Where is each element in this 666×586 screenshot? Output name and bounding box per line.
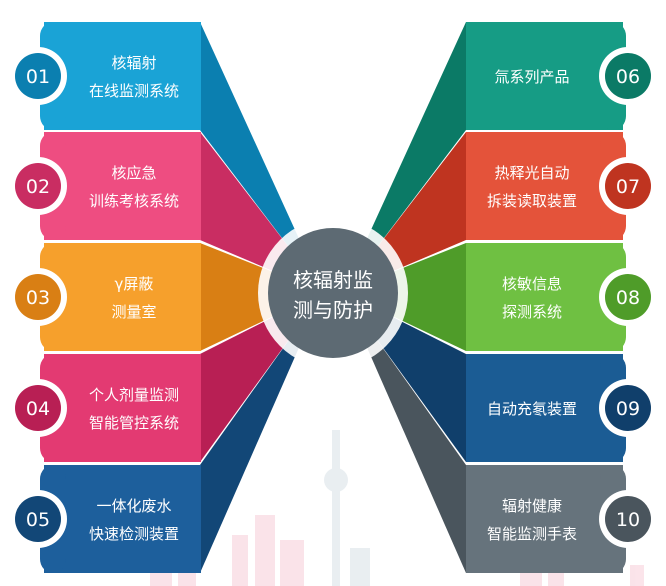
right-item-10-label-line2: 智能监测手表 [487,525,577,543]
right-item-10-wedge [365,323,466,573]
right-item-10-block [466,465,623,573]
left-item-02-label-line1: 核应急 [111,164,156,182]
left-item-05-label-line1: 一体化废水 [96,497,171,515]
left-item-04-label-line1: 个人剂量监测 [89,386,179,404]
left-item-04-number: 04 [26,398,50,420]
right-item-06-block [466,22,623,130]
right-item-09-number: 09 [616,398,640,420]
right-item-07-label-line1: 热释光自动 [494,164,569,182]
right-item-06: 06 氚系列产品 [365,22,657,263]
right-item-10-label-line1: 辐射健康 [502,497,562,515]
right-item-09: 09 自动充氡装置 [365,303,657,462]
right-item-06-badge [605,53,651,99]
left-item-01-badge [15,53,61,99]
right-item-08-block [466,243,623,351]
left-item-05-block [44,465,201,573]
right-item-08-badge [605,274,651,320]
left-item-05-number: 05 [26,509,50,531]
right-item-09-badge [605,385,651,431]
center-label-line2: 测与防护 [293,298,373,322]
left-item-05-label-line2: 快速检测装置 [89,525,179,543]
left-item-04-block [44,354,201,462]
left-item-03-wedge [200,243,301,351]
right-item-08-label-line1: 核敏信息 [502,275,562,293]
left-item-05-wedge [200,323,301,573]
right-item-09-wedge [365,303,466,462]
left-item-01-label-line2: 在线监测系统 [89,82,179,100]
left-item-01-block [44,22,201,130]
right-item-08-label-line2: 探测系统 [502,303,562,321]
left-item-04-badge [15,385,61,431]
right-item-10-badge [605,496,651,542]
left-item-03-number: 03 [26,287,50,309]
right-item-09-label-line1: 自动充氡装置 [487,400,577,418]
left-item-03-label-line2: 测量室 [111,303,156,321]
right-item-09-block [466,354,623,462]
center-label-line1: 核辐射监 [293,268,373,292]
left-item-02-block [44,132,201,240]
left-item-02-label-line2: 训练考核系统 [89,192,179,210]
left-item-01-wedge [200,22,301,263]
left-item-05-badge [15,496,61,542]
right-item-06-wedge [365,22,466,263]
right-item-07-badge [605,163,651,209]
left-item-03-badge [15,274,61,320]
left-item-04-label-line2: 智能管控系统 [89,414,179,432]
left-item-01-label-line1: 核辐射 [111,54,156,72]
left-item-03-block [44,243,201,351]
right-item-07-block [466,132,623,240]
right-item-10-number: 10 [616,509,640,531]
left-item-02-number: 02 [26,176,50,198]
left-item-04-wedge [200,303,301,462]
right-item-07-number: 07 [616,176,640,198]
right-item-08-number: 08 [616,287,640,309]
right-item-06-label-line1: 氚系列产品 [494,68,569,86]
left-item-01-number: 01 [26,66,50,88]
center-circle [268,228,398,358]
left-item-03-label-line1: γ屏蔽 [115,275,154,293]
right-item-08-wedge [365,243,466,351]
left-item-02-badge [15,163,61,209]
right-item-06-number: 06 [616,66,640,88]
right-item-07-label-line2: 拆装读取装置 [487,192,577,210]
